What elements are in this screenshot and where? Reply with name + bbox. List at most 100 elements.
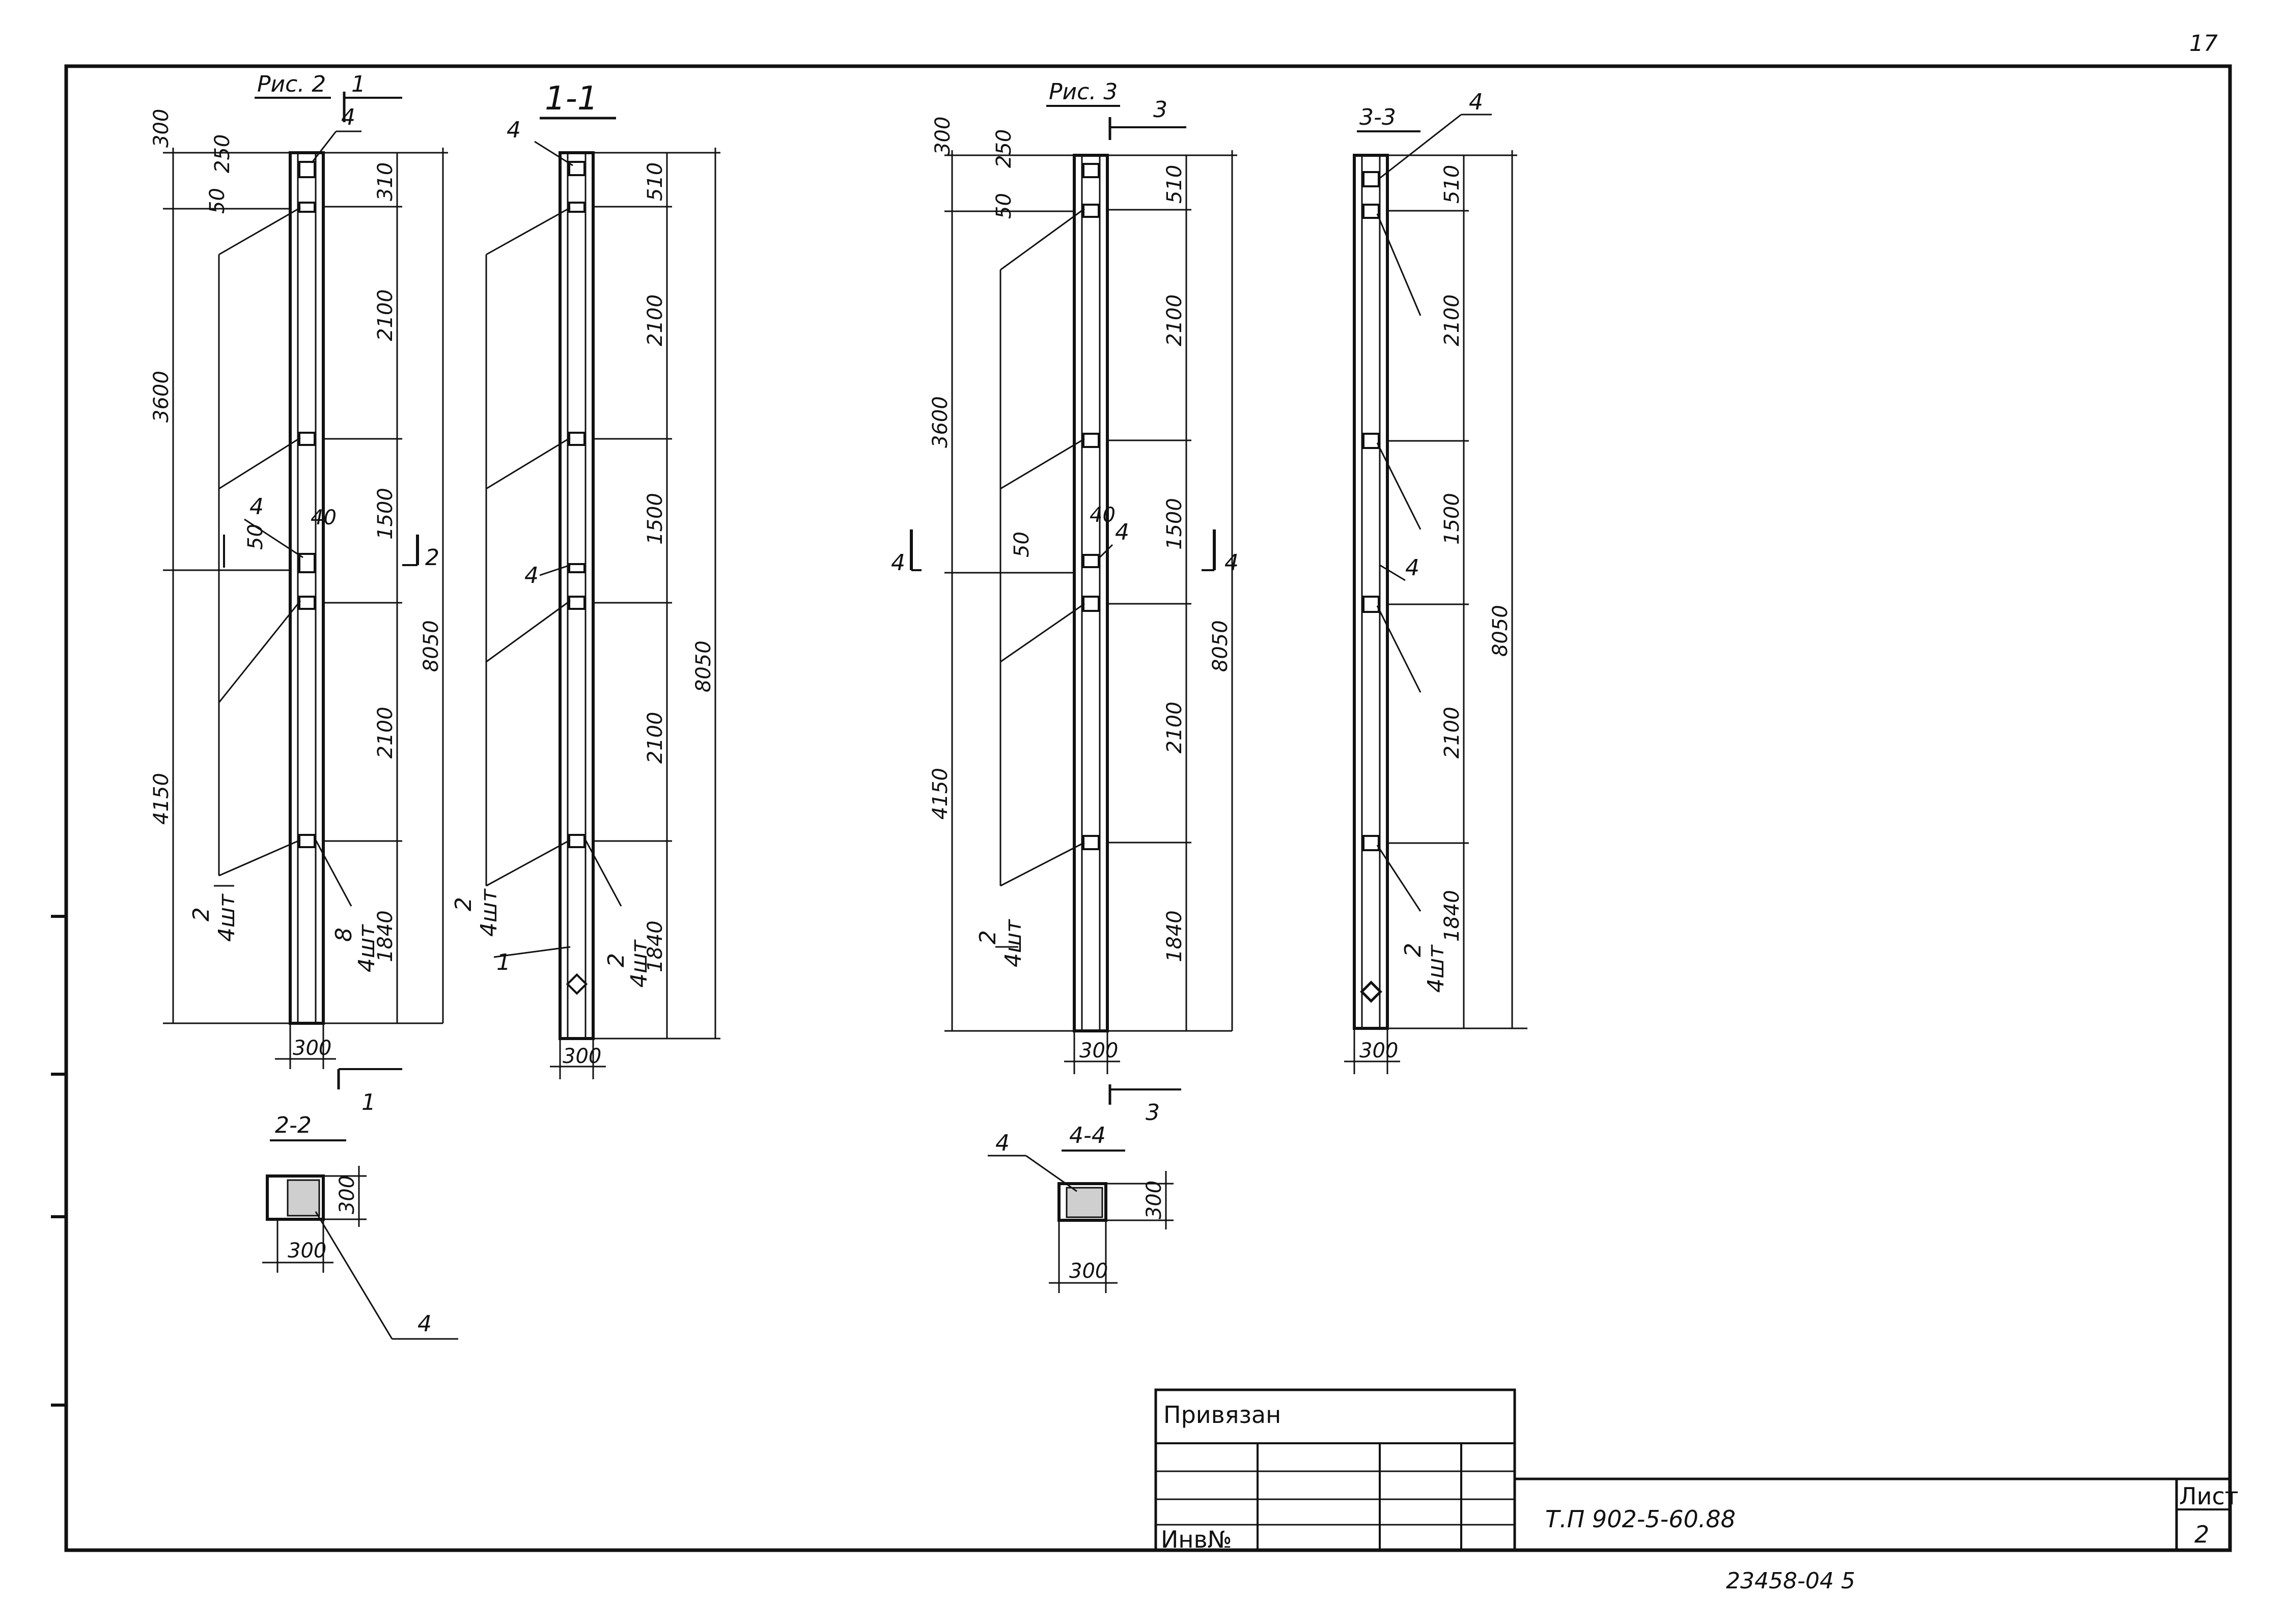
sec11-leader-1: 1 <box>496 949 511 975</box>
sec11-dim-8050: 8050 <box>692 640 715 692</box>
fig2-leader <box>218 437 301 490</box>
fig2-mid-40: 40 <box>311 506 337 529</box>
sec11-dim-2100a: 2100 <box>644 294 667 346</box>
sec44-view: 4-4 4 300 300 <box>988 1123 1174 1293</box>
sec33-diamond-mark <box>1360 981 1382 1003</box>
fig2-leader <box>218 207 301 256</box>
fig2-cut-mark-bottom: 1 <box>361 1089 376 1115</box>
fig2-section-mark-2: 2 <box>425 545 439 571</box>
sec33-leader <box>1379 114 1462 179</box>
fig3-dim-3600: 3600 <box>929 396 952 448</box>
fig3-insert <box>1082 596 1100 612</box>
fig2-leader-4sht-right: 4шт <box>354 924 380 972</box>
sec11-leader-4sht-right: 4шт <box>626 939 652 988</box>
linked-box <box>1154 1388 1516 1552</box>
sec33-leader <box>1376 845 1422 912</box>
fig2-dim-2100b: 2100 <box>374 707 397 759</box>
sec11-leader-2: 2 <box>451 897 477 911</box>
sec11-leader-4-top: 4 <box>507 117 521 143</box>
sec11-column-outline <box>559 151 595 1040</box>
fig2-insert <box>298 596 316 610</box>
sec33-dim-2100b: 2100 <box>1440 707 1464 759</box>
sec11-leader-2-right: 2 <box>603 953 629 967</box>
fig2-dim-1840: 1840 <box>374 910 397 962</box>
fig3-view: Рис. 3 3 300 250 50 3600 4150 510 2100 1… <box>891 79 1239 1126</box>
fig3-leader-4-mid: 4 <box>1115 519 1129 545</box>
fig3-dim-300: 300 <box>931 117 955 155</box>
fig3-width-300: 300 <box>1079 1039 1118 1062</box>
fig3-dim-4150: 4150 <box>929 768 952 820</box>
sec33-dim-8050: 8050 <box>1489 605 1512 657</box>
fig2-mid-50: 50 <box>244 524 267 550</box>
fig2-dim-8050: 8050 <box>420 620 443 672</box>
fig2-view: Рис. 2 1 300 250 50 3600 4150 310 2 <box>150 71 448 1115</box>
sec11-title: 1-1 <box>545 80 598 118</box>
sec11-insert <box>568 834 586 848</box>
doc-code: Т.П 902-5-60.88 <box>1545 1505 1736 1533</box>
sec33-leader <box>1376 605 1422 693</box>
fig3-dim-250: 250 <box>992 129 1016 168</box>
corner-mark: 17 <box>2189 31 2218 57</box>
sec11-leader <box>534 141 573 166</box>
fig3-dim-8050: 8050 <box>1209 620 1232 672</box>
fig2-cut-mark: 1 <box>351 71 366 97</box>
fig2-dim-2100a: 2100 <box>374 289 397 341</box>
fig2-leader-4-top: 4 <box>341 104 355 130</box>
fig3-dim-1840: 1840 <box>1163 910 1186 962</box>
sec33-dim-1500: 1500 <box>1440 493 1464 545</box>
title-block: Привязан Инв№ Т.П 902-5-60.88 Лист 2 <box>1154 1388 2239 1553</box>
fig2-leader <box>311 131 337 163</box>
sec11-insert <box>568 596 586 610</box>
fig2-title: Рис. 2 <box>257 71 326 97</box>
sec44-w-300: 300 <box>1069 1259 1108 1283</box>
sec11-dim-1500: 1500 <box>644 493 667 545</box>
fig2-leader <box>218 839 301 877</box>
sec11-insert <box>568 161 586 176</box>
fig2-column-outline <box>289 151 325 1025</box>
inv-label: Инв№ <box>1161 1526 1232 1553</box>
fig2-dim-50: 50 <box>206 188 229 214</box>
sec11-leader <box>486 207 571 256</box>
sec33-leader-2: 2 <box>1400 943 1426 957</box>
sec11-dim-510: 510 <box>644 162 667 201</box>
sec33-leader-4-top: 4 <box>1469 89 1483 115</box>
fig3-leader <box>1099 544 1113 558</box>
fig2-dim-250: 250 <box>211 134 234 173</box>
sec11-dim-2100b: 2100 <box>644 712 667 764</box>
sec11-view: 1-1 510 2100 1500 2100 1840 8050 300 4 4 <box>451 80 720 1079</box>
sec11-dim-1840: 1840 <box>644 920 667 972</box>
sec22-leader-4: 4 <box>417 1311 432 1337</box>
fig3-cut-mark-bottom: 3 <box>1146 1100 1160 1126</box>
sec44-leader-4: 4 <box>995 1130 1010 1156</box>
fig2-leader <box>315 839 352 907</box>
fig3-leader <box>1000 438 1085 490</box>
fig3-cut-mark: 3 <box>1153 97 1167 123</box>
sec11-leader <box>539 564 571 576</box>
sec11-insert <box>568 563 586 573</box>
sheet-number: 2 <box>2194 1521 2209 1548</box>
fig2-leader-4sht: 4шт <box>214 893 240 942</box>
sec33-insert <box>1362 204 1380 219</box>
sheet-frame <box>64 64 2232 1552</box>
fig3-dim-2100a: 2100 <box>1163 294 1186 346</box>
sec44-outline <box>1057 1182 1107 1222</box>
fig2-leader <box>244 518 303 558</box>
fig2-dim-300: 300 <box>150 109 173 148</box>
sec33-insert <box>1362 433 1380 449</box>
fig2-leader <box>218 600 301 703</box>
sec11-leader <box>486 600 571 663</box>
sec44-title: 4-4 <box>1069 1123 1106 1149</box>
sec22-hatch <box>287 1179 320 1217</box>
linked-label: Привязан <box>1163 1401 1281 1429</box>
archive-number: 23458-04 5 <box>1726 1568 1855 1594</box>
sec33-dim-2100a: 2100 <box>1440 294 1464 346</box>
sec11-insert <box>568 202 586 213</box>
fig2-width-300: 300 <box>293 1037 331 1060</box>
fig3-leader <box>1000 603 1085 663</box>
sec22-view: 2-2 300 300 4 <box>262 1112 458 1340</box>
sec11-leader <box>493 946 571 958</box>
sec11-leader <box>584 839 622 907</box>
sec33-leader <box>1379 564 1406 581</box>
fig3-leader <box>1000 208 1085 271</box>
sec33-leader <box>1376 442 1422 530</box>
